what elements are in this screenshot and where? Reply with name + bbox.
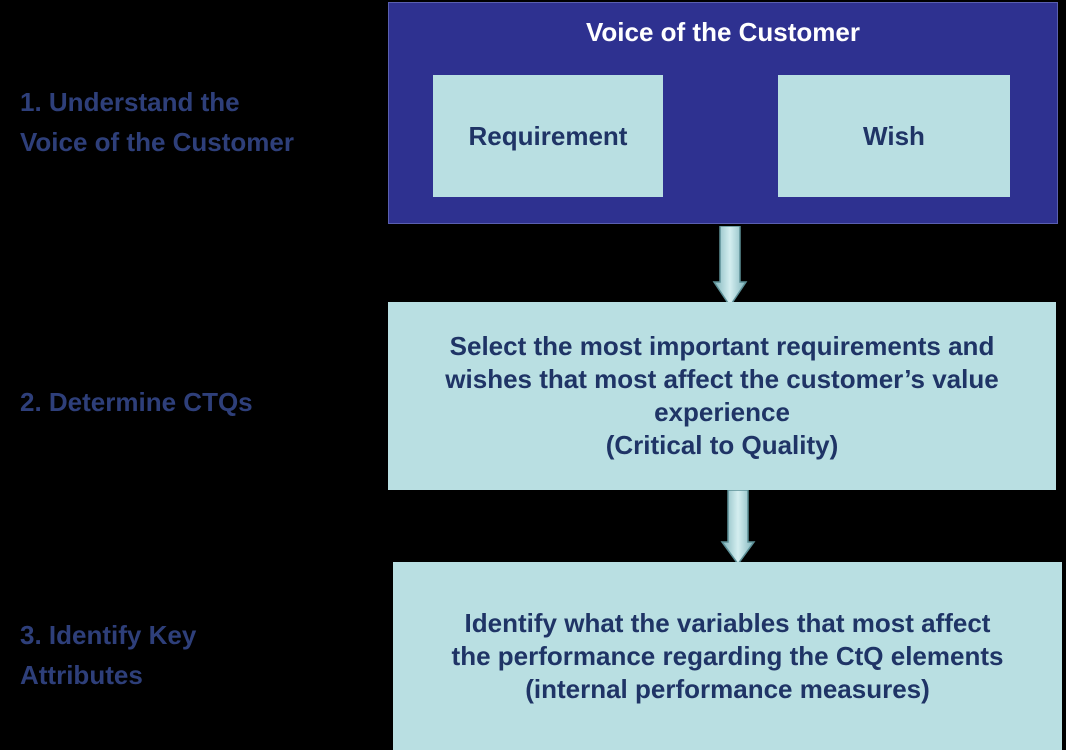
step1-label-line1: 1. Understand the [20, 87, 240, 117]
step1-label-line2: Voice of the Customer [20, 127, 295, 157]
ctq-line-3: experience [654, 397, 790, 427]
voice-of-customer-box: Voice of the Customer Requirement Wish [388, 2, 1058, 224]
attributes-line-2: the performance regarding the CtQ elemen… [451, 640, 1004, 671]
ctq-line-4: (Critical to Quality) [605, 430, 839, 460]
down-arrow-2 [720, 490, 756, 566]
voice-of-customer-title: Voice of the Customer [585, 17, 860, 47]
wish-box: Wish [778, 75, 1010, 197]
step2-label-line1: 2. Determine CTQs [20, 387, 253, 417]
ctq-line-1: Select the most important requirements a… [449, 331, 995, 361]
wish-label: Wish [863, 120, 925, 151]
requirement-box: Requirement [433, 75, 663, 197]
attributes-line-3: (internal performance measures) [525, 673, 930, 704]
ctq-line-2: wishes that most affect the customer’s v… [445, 364, 999, 394]
attributes-line-1: Identify what the variables that most af… [464, 607, 991, 638]
requirement-label: Requirement [468, 120, 628, 151]
step1-label: 1. Understand the Voice of the Customer [20, 82, 294, 162]
step3-label: 3. Identify Key Attributes [20, 615, 196, 695]
step3-label-line2: Attributes [20, 660, 143, 690]
key-attributes-box: Identify what the variables that most af… [393, 562, 1062, 750]
step3-label-line1: 3. Identify Key [20, 620, 197, 650]
down-arrow-1 [712, 226, 748, 308]
step2-label: 2. Determine CTQs [20, 382, 253, 422]
ctq-box: Select the most important requirements a… [388, 302, 1056, 490]
